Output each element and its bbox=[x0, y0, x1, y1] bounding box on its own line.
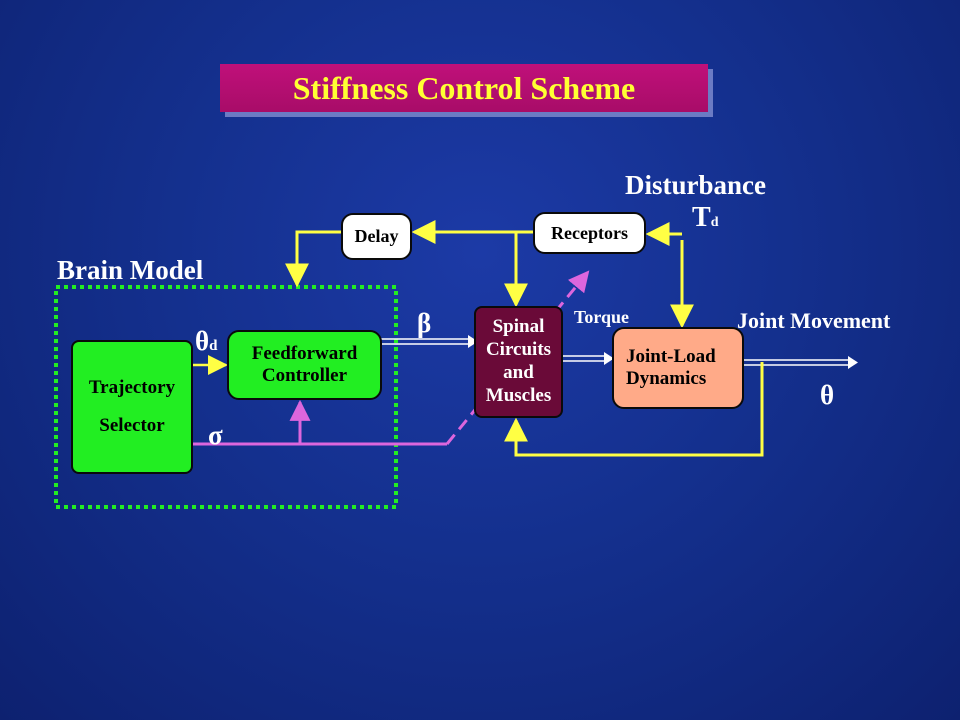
torque-text: Torque bbox=[574, 307, 630, 327]
beta-label: β bbox=[417, 310, 431, 337]
receptors-block-label: Receptors bbox=[551, 222, 628, 243]
wire-feedforward-to-spinal-head bbox=[468, 335, 478, 348]
joint-movement-label: Joint Movement bbox=[737, 310, 890, 332]
spinal-line-1: Spinal bbox=[492, 316, 545, 338]
brain-model-text: Brain Model bbox=[57, 255, 204, 285]
feedforward-line-2: Controller bbox=[261, 365, 348, 386]
theta-d-label: θd bbox=[195, 328, 217, 355]
trajectory-selector-block[interactable]: Trajectory Selector bbox=[71, 340, 193, 474]
torque-label: Torque bbox=[574, 308, 629, 326]
page-title-text: Stiffness Control Scheme bbox=[292, 69, 636, 106]
trajectory-line-2: Selector bbox=[99, 415, 165, 437]
trajectory-line-1: Trajectory bbox=[88, 376, 176, 398]
theta-d-sub: d bbox=[209, 338, 218, 354]
joint-movement-text: Joint Movement bbox=[737, 308, 891, 333]
theta-output-label: θ bbox=[820, 382, 834, 409]
sigma-label: σ bbox=[208, 422, 223, 449]
wire-delay-to-brain bbox=[285, 230, 341, 288]
theta-output-text: θ bbox=[820, 380, 835, 410]
td-sub: d bbox=[710, 215, 719, 230]
spinal-circuits-block[interactable]: Spinal Circuits and Muscles bbox=[474, 306, 563, 418]
feedforward-line-1: Feedforward bbox=[251, 343, 358, 365]
brain-model-border bbox=[54, 285, 398, 509]
brain-model-label: Brain Model bbox=[57, 257, 203, 284]
disturbance-text: Disturbance bbox=[625, 170, 766, 200]
joint-line-2: Dynamics bbox=[626, 368, 707, 389]
joint-line-1: Joint-Load bbox=[626, 346, 716, 368]
wire-spinal-to-joint-head bbox=[604, 352, 614, 365]
td-label: Td bbox=[692, 204, 718, 232]
sigma-text: σ bbox=[208, 420, 223, 450]
delay-block[interactable]: Delay bbox=[341, 213, 412, 260]
td-main: T bbox=[692, 202, 711, 233]
spinal-line-3: and bbox=[503, 362, 534, 383]
spinal-line-4: Muscles bbox=[485, 384, 552, 406]
receptors-block[interactable]: Receptors bbox=[533, 212, 646, 254]
wire-feedback-output-to-spinal bbox=[504, 362, 764, 457]
feedforward-controller-block[interactable]: Feedforward Controller bbox=[227, 330, 382, 400]
joint-load-dynamics-block[interactable]: Joint-Load Dynamics bbox=[612, 327, 744, 409]
delay-block-label: Delay bbox=[354, 226, 399, 247]
spinal-line-2: Circuits bbox=[485, 339, 552, 361]
theta-d-main: θ bbox=[195, 326, 210, 356]
wire-joint-output-head bbox=[848, 356, 858, 369]
beta-text: β bbox=[417, 308, 432, 338]
disturbance-label: Disturbance bbox=[625, 172, 766, 199]
page-title: Stiffness Control Scheme bbox=[220, 64, 708, 112]
